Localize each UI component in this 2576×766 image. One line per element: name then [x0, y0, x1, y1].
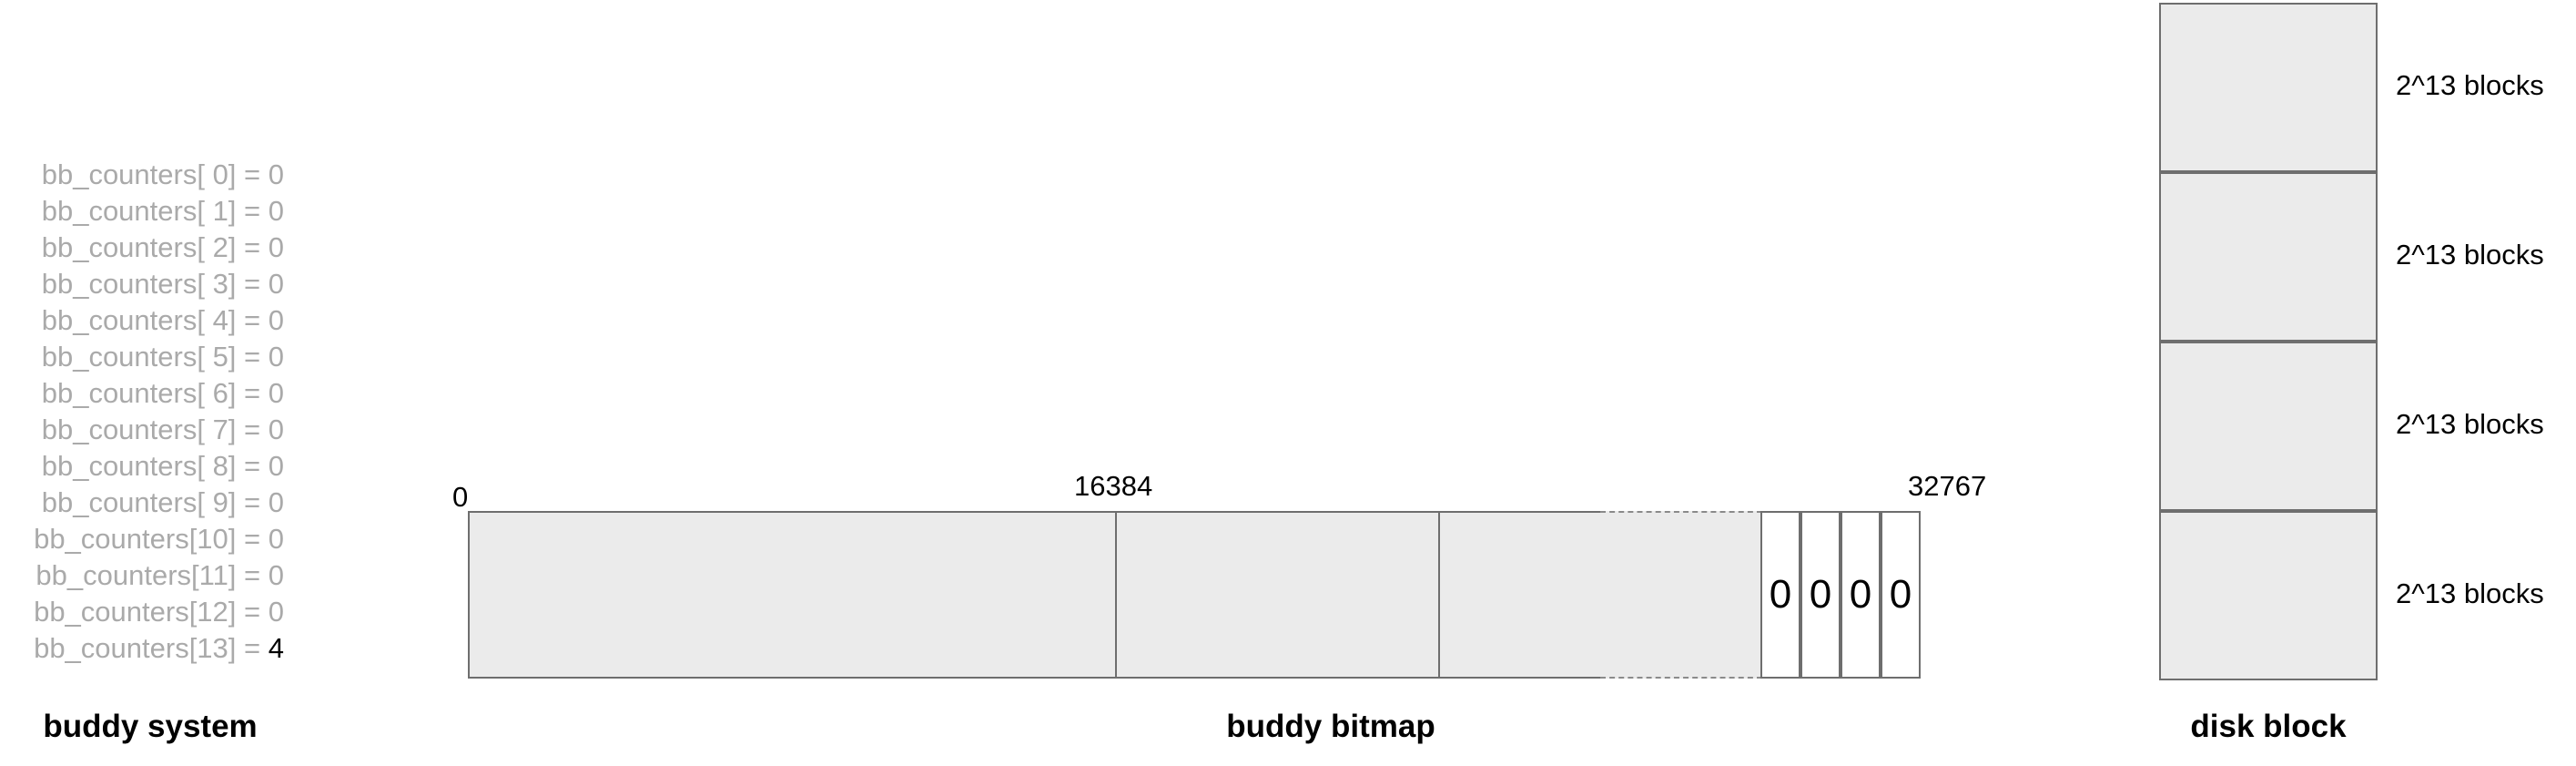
buddy-system-caption: buddy system: [43, 709, 258, 744]
counter-label: bb_counters[ 9] =: [41, 486, 269, 518]
disk-block: [2159, 3, 2378, 172]
counter-label: bb_counters[ 5] =: [41, 341, 269, 373]
counter-label: bb_counters[ 2] =: [41, 231, 269, 263]
disk-block-label: 2^13 blocks: [2396, 577, 2544, 609]
counter-value: 0: [268, 486, 284, 518]
counter-line: bb_counters[ 1] = 0: [42, 193, 284, 230]
counter-value: 0: [268, 158, 284, 190]
counter-line: bb_counters[ 0] = 0: [42, 157, 284, 193]
disk-block-caption: disk block: [2190, 709, 2347, 744]
counter-line: bb_counters[ 2] = 0: [42, 230, 284, 266]
bitmap-bit-cell: 0: [1800, 511, 1841, 679]
counter-value: 0: [268, 377, 284, 409]
counter-value: 0: [268, 268, 284, 300]
bitmap-end-mark: 32767: [1908, 470, 1987, 502]
counter-label: bb_counters[ 3] =: [41, 268, 269, 300]
counter-line: bb_counters[10] = 0: [34, 521, 284, 557]
counter-label: bb_counters[ 1] =: [41, 195, 269, 227]
bitmap-bit-cell: 0: [1760, 511, 1800, 679]
counter-value: 0: [268, 559, 284, 591]
counter-line: bb_counters[ 6] = 0: [42, 375, 284, 412]
counter-line: bb_counters[ 5] = 0: [42, 339, 284, 375]
counter-line: bb_counters[ 9] = 0: [42, 485, 284, 521]
disk-block: [2159, 342, 2378, 511]
counter-line: bb_counters[12] = 0: [34, 594, 284, 630]
counter-label: bb_counters[10] =: [34, 523, 269, 555]
counter-line: bb_counters[11] = 0: [35, 557, 284, 594]
counter-value: 0: [268, 231, 284, 263]
disk-block-label: 2^13 blocks: [2396, 239, 2544, 271]
counter-label: bb_counters[ 8] =: [41, 450, 269, 482]
counter-value: 0: [268, 304, 284, 336]
buddy-bitmap-caption: buddy bitmap: [1226, 709, 1435, 744]
counter-value-active: 4: [268, 632, 284, 664]
disk-block: [2159, 511, 2378, 680]
counter-line: bb_counters[ 7] = 0: [42, 412, 284, 448]
counter-value: 0: [268, 341, 284, 373]
counter-value: 0: [268, 195, 284, 227]
bitmap-segment-half: [468, 511, 1117, 679]
counter-label: bb_counters[12] =: [34, 596, 269, 628]
counter-label: bb_counters[ 7] =: [41, 414, 269, 445]
counter-value: 0: [268, 523, 284, 555]
counter-label: bb_counters[13] =: [34, 632, 269, 664]
bitmap-mid-mark: 16384: [1074, 470, 1153, 502]
counter-label: bb_counters[ 6] =: [41, 377, 269, 409]
bitmap-segment-elided: [1600, 511, 1762, 679]
bitmap-start-mark: 0: [452, 481, 469, 513]
disk-block-label: 2^13 blocks: [2396, 69, 2544, 101]
disk-block: [2159, 172, 2378, 342]
bitmap-segment-eighth: [1438, 511, 1602, 679]
counter-line: bb_counters[ 8] = 0: [42, 448, 284, 485]
bitmap-bit-cell: 0: [1881, 511, 1921, 679]
counter-label: bb_counters[ 4] =: [41, 304, 269, 336]
counter-label: bb_counters[ 0] =: [41, 158, 269, 190]
counter-line: bb_counters[ 3] = 0: [42, 266, 284, 302]
counter-value: 0: [268, 596, 284, 628]
counter-line: bb_counters[ 4] = 0: [42, 302, 284, 339]
bitmap-bit-cell: 0: [1841, 511, 1881, 679]
counter-value: 0: [268, 414, 284, 445]
counter-line-active: bb_counters[13] = 4: [34, 630, 284, 667]
bitmap-segment-quarter: [1115, 511, 1440, 679]
counter-value: 0: [268, 450, 284, 482]
disk-block-label: 2^13 blocks: [2396, 408, 2544, 440]
counter-label: bb_counters[11] =: [35, 559, 269, 591]
